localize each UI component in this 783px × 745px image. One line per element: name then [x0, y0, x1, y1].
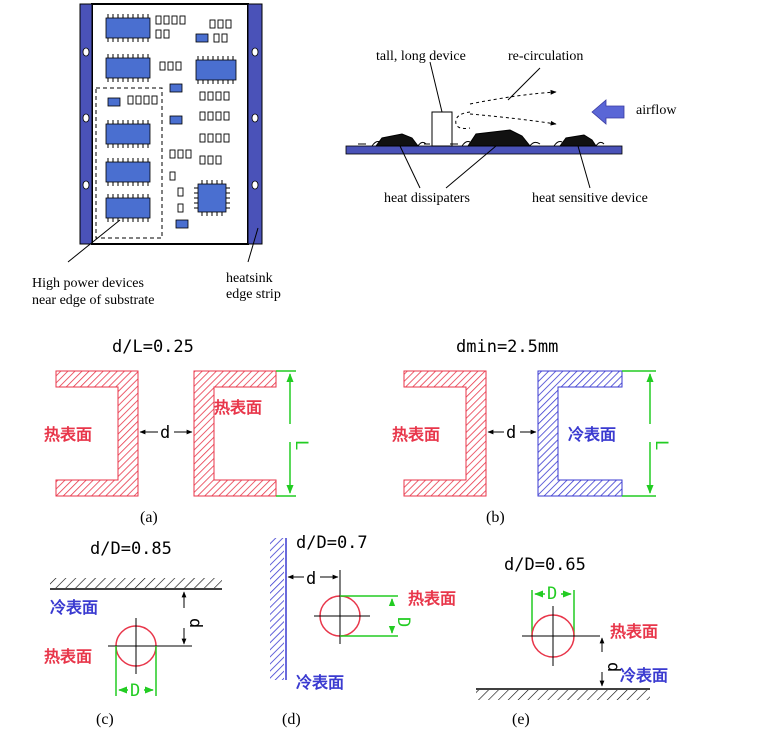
pointer-dissipater-2: [445, 145, 497, 189]
panel-b-gap-label: d: [506, 423, 516, 443]
panel-e-diam-label: D: [547, 584, 557, 604]
panel-c-title: d/D=0.85: [90, 539, 172, 559]
panel-d-crosshair: [314, 570, 370, 644]
label-high-power-line2: near edge of substrate: [32, 293, 154, 308]
panel-a-right-label: 热表面: [214, 398, 262, 417]
strip-holes: [82, 47, 259, 190]
label-airflow: airflow: [636, 103, 677, 118]
panel-b-right-label: 冷表面: [568, 425, 616, 444]
panel-b-left-label: 热表面: [392, 425, 440, 444]
pointer-recirc: [507, 67, 541, 101]
label-heat-dissipaters: heat dissipaters: [384, 191, 470, 206]
panel-b-length-dim: [622, 370, 656, 497]
pointer-dissipater-1: [399, 145, 421, 189]
small-components: [127, 15, 232, 213]
pointer-heatsink: [247, 227, 259, 263]
panel-c-hot-label: 热表面: [44, 647, 92, 666]
panel-c-diam-label: D: [130, 681, 140, 701]
panel-a-caption: (a): [140, 509, 158, 526]
label-high-power-line1: High power devices: [32, 276, 144, 291]
pointer-high-power: [67, 219, 121, 263]
panel-c-caption: (c): [96, 711, 114, 728]
pcb-board-figure: High power devices near edge of substrat…: [32, 3, 281, 308]
tall-device: [431, 111, 453, 147]
panel-a: d/L=0.25 热表面 热表面 d L (a): [44, 337, 311, 526]
heat-sensitive-device: [559, 134, 597, 147]
high-power-zone-outline: [95, 87, 163, 239]
panel-c-cold-wall-hatch: [50, 578, 222, 588]
panel-d: d/D=0.7 d D 热表面 冷表面 (d): [270, 533, 456, 728]
ic-pins: [107, 14, 234, 222]
pointer-sensitive: [577, 145, 591, 189]
panel-c: d/D=0.85 冷表面 热表面 d D (c): [44, 539, 222, 728]
panel-c-gap-label: d: [185, 618, 205, 628]
panel-a-right-bracket: [193, 370, 277, 497]
panel-a-length-dim: [276, 370, 296, 497]
panel-c-cold-label: 冷表面: [50, 598, 98, 617]
panel-c-crosshair: [108, 618, 192, 674]
panel-d-cold-label: 冷表面: [296, 673, 344, 692]
panel-b: dmin=2.5mm 热表面 冷表面 d L (b): [392, 337, 671, 526]
panel-b-length-label: L: [651, 440, 671, 450]
panel-a-title: d/L=0.25: [112, 337, 194, 357]
label-heatsink-line1: heatsink: [226, 271, 273, 286]
panel-e-title: d/D=0.65: [504, 555, 586, 575]
panel-d-hot-label: 热表面: [408, 589, 456, 608]
recirculation-arrow-2: [469, 113, 557, 126]
panel-e-hot-label: 热表面: [610, 622, 658, 641]
airflow-figure: tall, long device re-circulation airflow…: [345, 49, 677, 206]
panel-a-left-bracket: [55, 370, 139, 497]
recirculation-arrow-1: [469, 89, 557, 105]
panel-d-diam-label: D: [393, 617, 413, 627]
panel-a-gap-label: d: [160, 423, 170, 443]
heat-dissipater-1: [375, 133, 419, 147]
panel-b-right-bracket: [537, 370, 623, 497]
panel-b-caption: (b): [486, 509, 505, 526]
airflow-arrow-icon: [591, 99, 625, 125]
panel-e-caption: (e): [512, 711, 530, 728]
panel-e-gap-label: d: [603, 662, 623, 672]
pointer-tall: [429, 61, 443, 113]
panel-a-length-label: L: [291, 440, 311, 450]
panel-b-left-bracket: [403, 370, 487, 497]
heat-dissipater-2: [467, 129, 532, 147]
label-recirculation: re-circulation: [508, 49, 583, 64]
device-leads: [358, 141, 605, 147]
recirculation-loop: [455, 111, 471, 129]
panel-d-title: d/D=0.7: [296, 533, 368, 553]
panel-d-caption: (d): [282, 711, 301, 728]
panel-d-gap-label: d: [306, 569, 316, 589]
panel-d-cold-wall-hatch: [270, 538, 284, 680]
heatsink-strip-right: [247, 3, 263, 245]
panel-e-cold-label: 冷表面: [620, 666, 668, 685]
panel-e: d/D=0.65 D 热表面 d 冷表面 (e): [476, 555, 668, 728]
transistors: [107, 33, 209, 229]
heatsink-strip-left: [79, 3, 93, 245]
panel-a-left-label: 热表面: [44, 425, 92, 444]
panel-b-title: dmin=2.5mm: [456, 337, 558, 357]
label-tall-device: tall, long device: [376, 49, 466, 64]
label-heat-sensitive: heat sensitive device: [532, 191, 648, 206]
label-heatsink-line2: edge strip: [226, 287, 281, 302]
panel-e-cold-wall-hatch: [476, 690, 650, 700]
panel-e-crosshair: [522, 606, 600, 666]
pcb-cross-section: [345, 145, 623, 155]
